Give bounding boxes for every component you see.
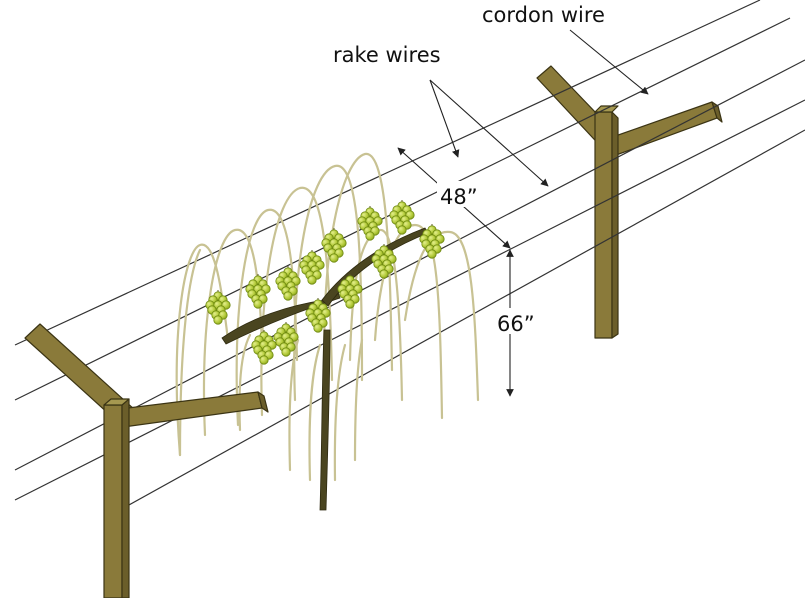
grape-cluster [371,244,397,279]
grape-berry [283,291,293,301]
left-post-arm-end [257,391,269,413]
rake-wires-label: rake wires [333,43,441,67]
grape-berry [329,253,339,263]
grape-berry [313,323,323,333]
wire-5 [119,129,805,511]
right-post-column-side [611,111,619,339]
cane-5 [293,164,364,402]
spacing-label: 48” [440,185,478,209]
grape-berry [427,249,437,259]
cordon-wire-label: cordon wire [482,3,605,27]
right-post-column [594,111,613,339]
grape-cluster [273,322,299,357]
height-label-backdrop [494,308,530,334]
right-post-right-arm [603,101,718,159]
left-post-top [103,398,130,406]
grape-berry [345,299,355,309]
left-post-column-side [121,398,130,598]
grape-cluster [251,330,277,365]
grape-berry [365,231,375,241]
rake-wire-arrow-1 [429,79,460,158]
vine-trunk [221,227,429,511]
wire-4 [14,99,805,501]
grape-cluster [337,274,363,309]
grape-cluster [245,274,271,309]
grape-cluster [321,228,347,263]
grape-berry [253,299,263,309]
grape-cluster [205,290,231,325]
spacing-label-backdrop [437,181,473,207]
wire-1 [14,0,761,346]
grape-berry [213,315,223,325]
trunk-stem [319,329,331,511]
cane-11 [308,343,322,482]
grape-cluster [305,298,331,333]
wire-3 [14,59,805,471]
grape-cluster [357,206,383,241]
right-post [536,65,723,339]
cane-4 [260,186,334,417]
cane-15 [178,248,202,457]
height-label: 66” [497,312,535,336]
cane-14 [238,333,252,432]
left-post-column [103,404,123,598]
trellis-wires [14,0,805,511]
grape-cluster [299,250,325,285]
cordon-wire-arrow [569,29,649,95]
grape-cluster [275,266,301,301]
grape-berry [281,347,291,357]
left-post [24,323,269,598]
cane-10 [288,338,300,472]
cane-12 [333,343,347,482]
grape-berry [307,275,317,285]
cane-1 [175,243,230,457]
grape-berry [379,269,389,279]
rake-wire-arrow-2 [429,79,549,187]
grape-berry [259,355,269,365]
cane-13 [353,338,364,462]
grape-berry [397,225,407,235]
